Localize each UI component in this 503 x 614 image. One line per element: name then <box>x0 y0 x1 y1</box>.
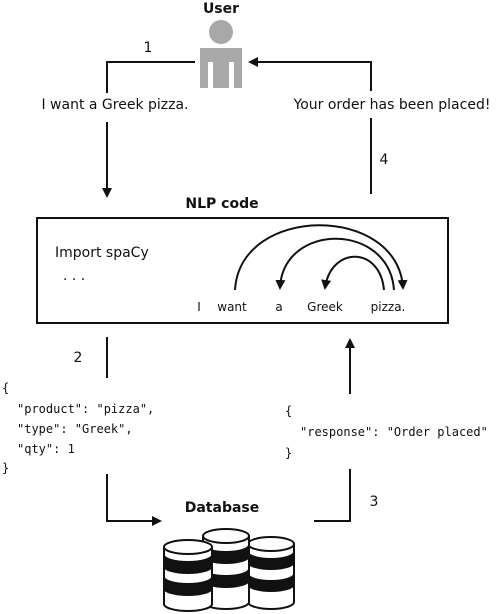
database-cylinder <box>202 528 250 610</box>
token: a <box>275 300 282 314</box>
code-line-import: Import spaCy <box>55 245 149 261</box>
json-out-open: { <box>2 381 9 395</box>
step-2-label: 2 <box>74 350 83 366</box>
json-out-line: "qty": 1 <box>17 442 75 456</box>
response-message: Your order has been placed! <box>293 97 491 113</box>
database-cylinder <box>163 539 213 612</box>
json-in-line: "response": "Order placed" <box>300 425 488 439</box>
nlp-code-box <box>36 217 449 324</box>
token-row: I want a Greek pizza. <box>197 300 405 314</box>
token: Greek <box>307 300 343 314</box>
nlp-code-title: NLP code <box>185 196 258 212</box>
user-icon <box>200 20 242 88</box>
step-3-label: 3 <box>370 494 379 510</box>
json-out-line: "type": "Greek", <box>17 422 133 436</box>
json-in-close: } <box>285 446 292 460</box>
step-4-label: 4 <box>380 152 389 168</box>
database-label: Database <box>185 500 260 516</box>
json-out-close: } <box>2 461 9 475</box>
database-icon <box>163 528 295 612</box>
token: I <box>197 300 201 314</box>
arrow-database-to-nlp <box>314 338 355 522</box>
token: want <box>217 300 247 314</box>
json-out-line: "product": "pizza", <box>17 402 154 416</box>
json-input-block: { "response": "Order placed" } <box>285 404 488 460</box>
step-1-label: 1 <box>144 40 153 56</box>
json-output-block: { "product": "pizza", "type": "Greek", "… <box>2 381 154 475</box>
database-cylinder <box>247 536 295 610</box>
arrow-nlp-to-database <box>106 337 162 526</box>
dependency-arcs <box>234 224 408 291</box>
json-in-open: { <box>285 404 292 418</box>
user-label: User <box>203 1 239 17</box>
arrow-user-to-nlp <box>102 61 195 198</box>
request-message: I want a Greek pizza. <box>41 97 188 113</box>
token: pizza. <box>371 300 406 314</box>
arrow-nlp-to-user <box>248 57 372 194</box>
code-line-ellipsis: . . . <box>63 268 85 284</box>
